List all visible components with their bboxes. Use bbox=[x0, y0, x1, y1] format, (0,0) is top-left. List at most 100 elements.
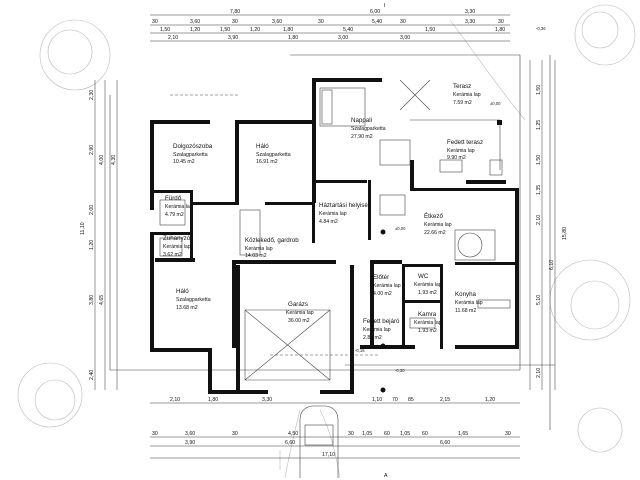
right-dimensions: 15,80 1,50 1,25 1,50 1,35 2,10 6,10 5,10… bbox=[529, 60, 568, 390]
dim-left: 2,40 bbox=[89, 370, 95, 380]
room-zuhanyzo: Zuhanyzó Kerámia lap 3.62 m2 bbox=[163, 235, 191, 258]
room-area: 2.88 m2 bbox=[363, 335, 382, 341]
room-floor: Kerámia lap bbox=[414, 282, 442, 288]
dim-top-2: 30 bbox=[498, 19, 504, 25]
room-etkezo: Étkező Kerámia lap 22.66 m2 bbox=[424, 213, 452, 236]
room-name: Konyha bbox=[455, 291, 477, 298]
dim-left-total: 11,10 bbox=[80, 222, 86, 235]
room-name: Közlekedő, gardrob bbox=[245, 237, 299, 244]
dim-bottom-2: 60 bbox=[422, 431, 428, 437]
dim-top-3: 1,20 bbox=[250, 27, 260, 33]
dim-bottom-3: 6,60 bbox=[285, 440, 295, 446]
dim-bottom-1: 70 bbox=[392, 397, 398, 403]
marker-icons bbox=[380, 120, 502, 393]
room-floor: Kerámia lap bbox=[245, 246, 273, 252]
dim-bottom-2: 1,05 bbox=[362, 431, 372, 437]
furniture bbox=[159, 79, 511, 381]
height-mark: ±0,00 bbox=[395, 226, 406, 231]
dim-left: 4,00 bbox=[99, 155, 105, 165]
dim-top-1b: 6,00 bbox=[370, 9, 380, 15]
dim-bottom-1: 2,10 bbox=[170, 397, 180, 403]
tree-icon bbox=[581, 11, 619, 49]
room-floor: Kerámia lap bbox=[319, 211, 347, 217]
dim-top-3: 1,80 bbox=[283, 27, 293, 33]
room-floor: Kerámia lap bbox=[447, 148, 475, 154]
dim-top-2: 3,60 bbox=[190, 19, 200, 25]
room-area: 1.93 m2 bbox=[418, 290, 437, 296]
dim-top-1a: 7,80 bbox=[230, 9, 240, 15]
dim-bottom-2: 60 bbox=[384, 431, 390, 437]
room-floor: Szalagparketta bbox=[173, 152, 208, 158]
room-terasz: Terasz Kerámia lap 7.59 m2 bbox=[453, 83, 481, 106]
room-name: Nappali bbox=[351, 117, 372, 124]
room-floor: Kerámia lap bbox=[286, 310, 314, 316]
dim-right: 6,10 bbox=[549, 260, 555, 270]
tree-icon bbox=[17, 362, 83, 428]
room-area: 4.84 m2 bbox=[319, 219, 338, 225]
room-floor: Szalagparketta bbox=[176, 297, 211, 303]
room-floor: Kerámia lap bbox=[363, 327, 391, 333]
room-name: Terasz bbox=[453, 83, 471, 90]
room-area: 13.68 m2 bbox=[176, 305, 198, 311]
room-area: 3.62 m2 bbox=[163, 252, 182, 258]
dim-right: 1,35 bbox=[536, 185, 542, 195]
marker-icon bbox=[380, 229, 386, 235]
tree-icon bbox=[570, 280, 620, 330]
dim-top-3: 1,50 bbox=[220, 27, 230, 33]
room-name: Garázs bbox=[288, 301, 308, 308]
dim-bottom-3: 3,90 bbox=[185, 440, 195, 446]
car-icon bbox=[299, 405, 339, 478]
dim-top-3: 1,50 bbox=[425, 27, 435, 33]
room-floor: Kerámia lap bbox=[373, 283, 401, 289]
dim-bottom-3: 6,60 bbox=[440, 440, 450, 446]
dim-bottom-1: 1,20 bbox=[485, 397, 495, 403]
dim-right: 1,25 bbox=[536, 120, 542, 130]
section-mark-top: I bbox=[384, 3, 385, 9]
dim-bottom-1: 85 bbox=[408, 397, 414, 403]
room-kamra: Kamra Kerámia lap 1.93 m2 bbox=[414, 311, 442, 334]
room-fedett-terasz: Fedett terasz Kerámia lap 9.90 m2 bbox=[447, 139, 483, 161]
dim-left: 2,90 bbox=[89, 145, 95, 155]
room-name: Háló bbox=[176, 288, 189, 295]
dim-bottom-2: 1,65 bbox=[458, 431, 468, 437]
room-halo-2: Háló Szalagparketta 13.68 m2 bbox=[176, 288, 211, 311]
dim-bottom-2: 30 bbox=[232, 431, 238, 437]
dim-left: 3,80 bbox=[89, 295, 95, 305]
dim-left: 4,30 bbox=[111, 155, 117, 165]
room-area: 1.93 m2 bbox=[418, 328, 437, 334]
height-mark: -0,36 bbox=[536, 26, 546, 31]
room-name: Kamra bbox=[418, 311, 437, 318]
room-name: Étkező bbox=[424, 213, 443, 220]
room-floor: Kerámia lap bbox=[455, 300, 483, 306]
room-haztartasi: Háztartási helyiség Kerámia lap 4.84 m2 bbox=[319, 202, 372, 225]
height-mark: -0,30 bbox=[395, 368, 405, 373]
room-konyha: Konyha Kerámia lap 11.68 m2 bbox=[455, 291, 483, 314]
marker-icon bbox=[380, 387, 386, 393]
dim-top-2: 30 bbox=[400, 19, 406, 25]
dim-bottom-2: 1,05 bbox=[400, 431, 410, 437]
dim-top-4: 3,00 bbox=[400, 35, 410, 41]
room-area: 11.68 m2 bbox=[455, 308, 476, 314]
site-outline bbox=[109, 54, 555, 430]
dim-top-2: 3,30 bbox=[465, 19, 475, 25]
dim-bottom-2: 30 bbox=[348, 431, 354, 437]
room-name: Háló bbox=[256, 143, 269, 150]
dim-top-3: 1,20 bbox=[190, 27, 200, 33]
room-labels: Dolgozószoba Szalagparketta 10.45 m2 Hál… bbox=[163, 83, 483, 341]
room-floor: Kerámia lap bbox=[165, 204, 193, 210]
room-fedett-bejaro: Fedett bejáró Kerámia lap 2.88 m2 bbox=[363, 318, 400, 341]
room-floor: Kerámia lap bbox=[414, 320, 442, 326]
dim-right: 5,10 bbox=[536, 295, 542, 305]
tree-icon bbox=[34, 379, 76, 421]
dim-top-2: 5,40 bbox=[372, 19, 382, 25]
room-area: 9.90 m2 bbox=[447, 155, 466, 161]
dim-right: 2,10 bbox=[536, 368, 542, 378]
dim-bottom-1: 1,10 bbox=[372, 397, 382, 403]
room-area: 22.66 m2 bbox=[424, 230, 446, 236]
room-name: Előtér bbox=[373, 274, 389, 281]
room-furdo: Fürdő Kerámia lap 4.79 m2 bbox=[165, 195, 193, 218]
room-area: 14.03 m2 bbox=[245, 253, 267, 259]
room-area: 7.59 m2 bbox=[453, 100, 472, 106]
room-area: 4.00 m2 bbox=[373, 291, 392, 297]
dim-top-4: 1,80 bbox=[288, 35, 298, 41]
